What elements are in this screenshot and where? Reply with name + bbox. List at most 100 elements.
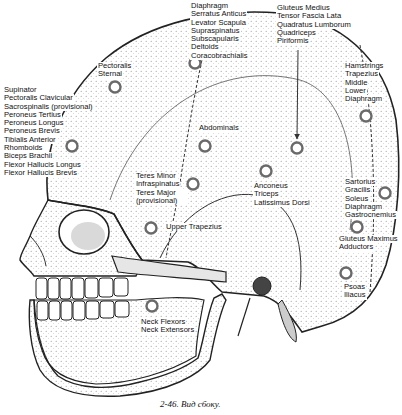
muscle-label: Neck Extensors xyxy=(140,326,195,334)
muscle-label: Deltoids xyxy=(190,43,219,51)
tooth xyxy=(114,278,128,296)
reflex-point xyxy=(146,223,157,234)
muscle-label: Peroneus Longus xyxy=(3,119,65,127)
muscle-label: Supraspinatus xyxy=(190,27,241,35)
muscle-label: Trapezius xyxy=(344,70,379,78)
label-group: Neck FlexorsNeck Extensors xyxy=(140,318,195,335)
label-group: PsoasIliacus xyxy=(343,283,367,300)
nasal-bone xyxy=(30,236,46,266)
mastoid xyxy=(278,300,296,342)
tooth xyxy=(100,301,114,318)
reflex-point xyxy=(341,268,352,279)
muscle-label: Quadratus Lumborum xyxy=(276,21,352,29)
tooth xyxy=(85,278,98,298)
reflex-point xyxy=(361,111,372,122)
muscle-label: Sartorius xyxy=(344,178,376,186)
label-group: Upper Trapezius xyxy=(165,223,223,231)
label-group: HamstringsTrapeziusMiddleLowerDiaphragm xyxy=(344,62,384,103)
reflex-point xyxy=(261,166,272,177)
muscle-label: Gastrocnemius xyxy=(344,211,397,219)
muscle-label: Lower xyxy=(344,87,367,95)
muscle-label: Flexor Hallucis Brevis xyxy=(3,169,78,177)
muscle-label: Rhomboids xyxy=(3,144,43,152)
reflex-points xyxy=(67,58,391,312)
label-group: SartoriusGracilisSoleusDiaphragmGastrocn… xyxy=(344,178,397,219)
muscle-label: Upper Trapezius xyxy=(165,223,223,231)
label-group: Gluteus MediusTensor Fascia LataQuadratu… xyxy=(276,4,352,45)
muscle-label: Supinator xyxy=(3,86,38,94)
tooth xyxy=(115,301,129,317)
styloid xyxy=(238,298,250,336)
muscle-label: Tibialis Anterior xyxy=(3,136,57,144)
label-group: SupinatorPectoralis ClavicularSacrospina… xyxy=(3,86,94,177)
muscle-label: Gluteus Medius xyxy=(276,4,331,12)
reflex-point xyxy=(292,143,303,154)
muscle-label: Triceps xyxy=(253,190,280,198)
muscle-label: Tensor Fascia Lata xyxy=(276,12,342,20)
tooth xyxy=(61,301,72,320)
muscle-label: Diaphragm xyxy=(344,203,383,211)
temporal-line xyxy=(110,76,353,230)
muscle-label: Soleus xyxy=(344,195,369,203)
zygomatic-arch xyxy=(112,256,226,282)
muscle-label: Peroneus Tertius xyxy=(3,111,62,119)
label-group: PectoralisSternal xyxy=(97,62,132,79)
label-group: Teres MinorInfraspinatusTeres Major (pro… xyxy=(135,172,187,205)
muscle-label: Diaphragm xyxy=(344,95,383,103)
tooth xyxy=(73,301,85,320)
muscle-label: Peroneus Brevis xyxy=(3,127,61,135)
muscle-label: Latissimus Dorsi xyxy=(253,199,311,207)
reflex-point xyxy=(352,222,363,233)
muscle-label: Subscapularis xyxy=(190,35,240,43)
muscle-label: Anconeus xyxy=(253,182,289,190)
tooth xyxy=(99,278,113,297)
muscle-label: Psoas xyxy=(343,283,366,291)
muscle-label: Gluteus Maximus xyxy=(338,235,399,243)
mandible xyxy=(29,294,226,396)
muscle-label: Middle xyxy=(344,79,368,87)
label-group: Abdominals xyxy=(198,124,240,132)
figure-caption: 2-46. Вид сбоку. xyxy=(160,399,220,409)
muscle-label: Infraspinatus xyxy=(135,180,180,188)
upper-teeth xyxy=(36,278,128,299)
tooth xyxy=(37,301,48,320)
label-group: AnconeusTricepsLatissimus Dorsi xyxy=(253,182,311,207)
lower-teeth xyxy=(37,301,129,320)
muscle-label: Hamstrings xyxy=(344,62,384,70)
tooth xyxy=(48,278,59,299)
cranium-outline xyxy=(47,12,399,332)
muscle-label: Iliacus xyxy=(343,291,367,299)
tooth xyxy=(72,278,84,299)
muscle-label: Diaphragm xyxy=(190,2,229,10)
muscle-label: Piriformis xyxy=(276,37,310,45)
muscle-label: Flexor Hallucis Longus xyxy=(3,161,82,169)
muscle-label: Adductors xyxy=(338,243,374,251)
muscle-label: Coracobrachialis xyxy=(190,52,249,60)
reflex-point xyxy=(110,82,121,93)
reflex-point xyxy=(67,141,78,152)
muscle-label: Gracilis xyxy=(344,186,371,194)
muscle-label: Sacrospinalis (provisional) xyxy=(3,103,94,111)
pointer-arrow xyxy=(297,50,298,139)
orbit xyxy=(59,210,109,254)
muscle-label: Abdominals xyxy=(198,124,240,132)
muscle-label: Biceps Brachii xyxy=(3,152,53,160)
mandible-body xyxy=(34,298,204,384)
reflex-point xyxy=(380,188,391,199)
muscle-label: Levator Scapula xyxy=(190,19,247,27)
tooth xyxy=(86,301,99,319)
tooth xyxy=(36,278,47,299)
reflex-point xyxy=(188,179,199,190)
muscle-label: Neck Flexors xyxy=(140,318,186,326)
squamosal-suture xyxy=(160,194,301,290)
muscle-label: Teres Minor xyxy=(135,172,177,180)
ear-canal xyxy=(253,277,271,295)
label-group: Gluteus MaximusAdductors xyxy=(338,235,399,252)
reflex-point xyxy=(200,141,211,152)
tooth xyxy=(49,301,60,320)
muscle-label: Quadriceps xyxy=(276,29,317,37)
label-group: DiaphragmSerratus AnticusLevator Scapula… xyxy=(190,2,249,60)
orbit-shadow xyxy=(71,222,105,250)
